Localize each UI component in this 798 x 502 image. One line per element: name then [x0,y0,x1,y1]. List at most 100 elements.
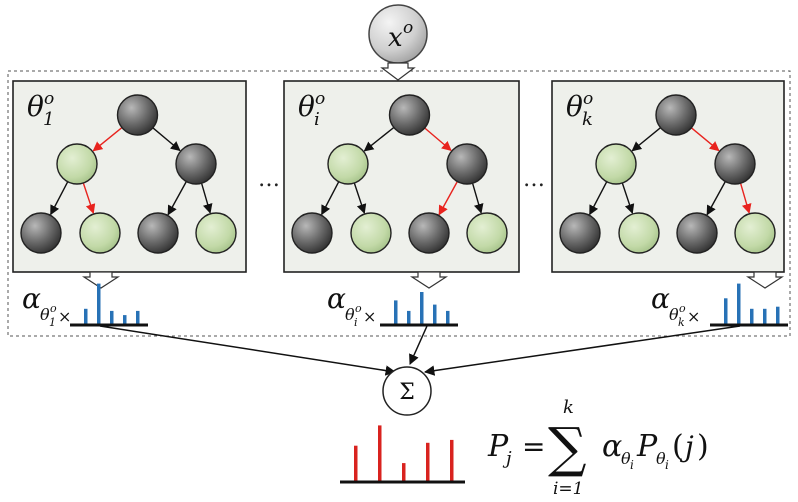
formula-arg-close: ) [697,429,709,464]
edge-right-leaf3 [167,181,187,216]
formula-alpha-subsub: i [630,458,634,472]
tree-root-node [388,94,431,136]
histogram-bar [407,310,411,324]
input-node-superscript: o [403,18,413,38]
tree-leaf-node-3 [676,212,718,254]
formula-arg-open: ( [672,429,684,464]
input-node-label: x [388,23,403,53]
arrow-panel1-to-sum [99,325,397,376]
histogram-bar [446,310,450,324]
panel-theta-sup: o [583,89,593,109]
tree-leaf-node-4 [466,212,508,254]
tree-leaf-node-1 [291,212,333,254]
arrow-panelk-to-sum [423,325,741,376]
ellipsis-right: … [523,167,545,192]
panel-theta-symbol: θ [298,90,315,123]
formula-alpha: α [602,429,622,464]
result-histogram-bar [426,442,430,481]
tree-leaf-node-3 [408,212,450,254]
tree-left-node [327,143,369,185]
sum-node: Σ [382,366,432,416]
formula-upper: k [563,397,574,418]
result-histogram-bar [402,463,406,481]
tree-right-node [714,143,756,185]
histogram-bar [763,308,767,324]
tree-leaf-node-2 [79,212,121,254]
histogram-bar [97,283,101,324]
result-histogram-bar [450,439,454,481]
formula-lhs: P [487,429,509,464]
tree-left-node [595,143,637,185]
panel-hollow-arrow [745,271,785,289]
histogram-bar [420,292,424,324]
weight-times: × [58,307,71,326]
panel-theta-sup: o [315,89,325,109]
weight-theta-subsup: o [679,302,686,315]
tree-leaf-node-4 [734,212,776,254]
weight-theta-sub: θ [669,305,679,324]
formula-equals: = [522,430,545,463]
tree-root-node [655,94,697,136]
histogram-bar [136,310,140,324]
input-hollow-arrow [380,62,416,81]
arrow-paneli-to-sum [409,325,428,365]
weight-theta-subsub: k [678,316,685,329]
weight-alpha: α [651,282,670,315]
panel-theta-sub: k [582,109,593,130]
tree-left-node [56,143,98,185]
tree-right-node [175,143,217,185]
panel-theta-symbol: θ [27,90,44,123]
result-histogram [340,425,465,484]
tree-leaf-node-2 [350,212,392,254]
panel-histogram [380,292,458,327]
edge-right-leaf3 [706,181,726,216]
formula-p-sub: θ [656,449,666,468]
tree-leaf-node-1 [20,212,62,254]
formula-p-subsub: i [665,458,669,472]
edge-right-leaf4 [471,183,484,214]
weight-times: × [687,307,700,326]
tree-leaf-node-3 [137,212,179,254]
edge-right-leaf4 [739,183,752,214]
panel-hollow-arrow [81,271,121,289]
formula-p: P [636,429,658,464]
panel-theta-sub: i [314,109,320,130]
ellipsis-left: … [258,167,280,192]
edge-root-left [92,127,123,152]
panel-theta-sup: o [44,89,54,109]
edge-root-left [363,126,395,152]
edge-left-leaf2 [621,182,635,215]
weight-theta-subsup: o [50,302,57,315]
result-histogram-bar [354,445,358,481]
edge-right-leaf4 [200,183,213,214]
tree-right-node [446,143,488,185]
tree-leaf-node-1 [559,212,601,254]
panel-histogram [710,283,788,327]
panel-histogram [70,283,148,327]
histogram-bar [750,308,754,324]
weight-theta-subsub: 1 [49,316,56,329]
edge-left-leaf2 [353,182,367,215]
histogram-bar [737,283,741,324]
formula-lhs-sub: j [502,448,512,469]
weight-alpha: α [22,282,41,315]
weight-theta-subsup: o [355,302,362,315]
panel-theta-symbol: θ [566,90,583,123]
formula: P j = ∑ k i=1 α θ i P θ i ( j ) [487,397,709,499]
edge-left-leaf1 [321,181,340,216]
histogram-bar [724,298,728,324]
sum-node-label: Σ [399,380,415,405]
histogram-bar [110,310,114,324]
formula-lower: i=1 [553,479,584,499]
histogram-bar [123,315,127,324]
weight-theta-sub: θ [40,305,50,324]
formula-sigma: ∑ [548,416,587,479]
edge-root-right [690,127,720,152]
formula-alpha-sub: θ [621,449,631,468]
edge-left-leaf1 [589,181,608,216]
input-node: x o [368,4,428,64]
weight-alpha: α [327,282,346,315]
